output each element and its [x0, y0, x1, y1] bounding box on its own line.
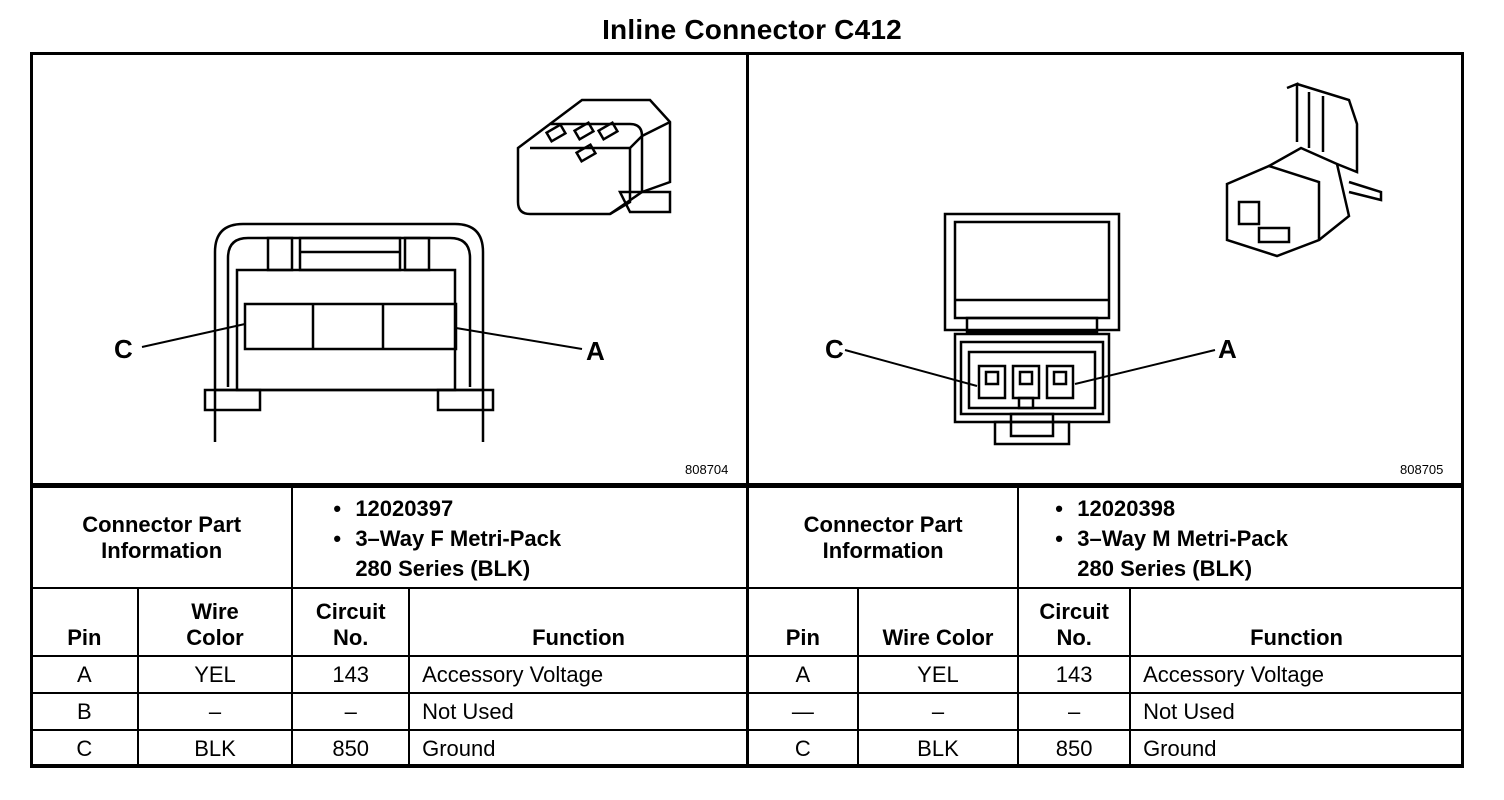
pin-cell: C	[747, 729, 859, 768]
function-cell: Not Used	[1129, 692, 1464, 731]
right-description-line1: 3–Way M Metri-Pack	[1077, 526, 1288, 551]
figure-id-right: 808705	[1400, 462, 1444, 477]
pin-cell: C	[30, 729, 139, 768]
table-row: C BLK 850 Ground	[30, 729, 749, 768]
figure-id-left: 808704	[685, 462, 729, 477]
right-pin-table: Connector Part Information •12020398 •3–…	[746, 486, 1464, 768]
right-description-line2: 280 Series (BLK)	[1077, 556, 1253, 581]
left-info-details: •12020397 •3–Way F Metri-Pack 280 Series…	[291, 486, 749, 589]
pin-cell: B	[30, 692, 139, 731]
pin-cell: A	[747, 655, 859, 694]
function-cell: Ground	[1129, 729, 1464, 768]
pin-cell: A	[30, 655, 139, 694]
right-drawing-panel: C A 808705	[749, 52, 1464, 486]
right-header-function: Function	[1129, 587, 1464, 657]
right-header-wire-color: Wire Color	[856, 587, 1020, 657]
callout-c-left: C	[114, 334, 133, 364]
right-info-details: •12020398 •3–Way M Metri-Pack 280 Series…	[1017, 486, 1464, 589]
left-header-function: Function	[408, 587, 749, 657]
wire-color-cell: BLK	[136, 729, 294, 768]
left-drawing-panel: C A 808704	[30, 52, 749, 486]
right-info-row: Connector Part Information •12020398 •3–…	[746, 486, 1464, 589]
table-row: B – – Not Used	[30, 692, 749, 731]
right-part-number: 12020398	[1077, 496, 1176, 521]
left-description-line1: 3–Way F Metri-Pack	[355, 526, 562, 551]
male-connector-drawing: C A	[825, 82, 1383, 446]
circuit-cell: 143	[291, 655, 411, 694]
circuit-cell: 850	[291, 729, 411, 768]
wire-color-cell: –	[856, 692, 1020, 731]
left-info-row: Connector Part Information •12020397 •3–…	[29, 486, 749, 589]
wire-color-cell: BLK	[856, 729, 1020, 768]
table-row: A YEL 143 Accessory Voltage	[747, 655, 1464, 694]
callout-a-left: A	[586, 336, 605, 366]
wire-color-cell: –	[136, 692, 294, 731]
center-divider	[746, 52, 749, 767]
left-part-number: 12020397	[355, 496, 454, 521]
table-row: A YEL 143 Accessory Voltage	[30, 655, 749, 694]
function-cell: Ground	[408, 729, 749, 768]
left-header-pin: Pin	[30, 587, 139, 657]
left-info-label: Connector Part Information	[29, 486, 294, 589]
wire-color-cell: YEL	[856, 655, 1020, 694]
wire-color-cell: YEL	[136, 655, 294, 694]
right-info-label: Connector Part Information	[746, 486, 1020, 589]
left-description-line2: 280 Series (BLK)	[355, 556, 531, 581]
female-connector-drawing: C A	[114, 98, 672, 442]
circuit-cell: –	[1017, 692, 1132, 731]
pin-cell: —	[747, 692, 859, 731]
page-title: Inline Connector C412	[602, 14, 902, 45]
right-header-pin: Pin	[747, 587, 859, 657]
circuit-cell: –	[291, 692, 411, 731]
left-pin-table: Connector Part Information •12020397 •3–…	[29, 486, 749, 768]
circuit-cell: 850	[1017, 729, 1132, 768]
callout-a-right: A	[1218, 334, 1237, 364]
circuit-cell: 143	[1017, 655, 1132, 694]
table-row: — – – Not Used	[747, 692, 1464, 731]
function-cell: Accessory Voltage	[408, 655, 749, 694]
function-cell: Accessory Voltage	[1129, 655, 1464, 694]
table-row: C BLK 850 Ground	[747, 729, 1464, 768]
function-cell: Not Used	[408, 692, 749, 731]
callout-c-right: C	[825, 334, 844, 364]
